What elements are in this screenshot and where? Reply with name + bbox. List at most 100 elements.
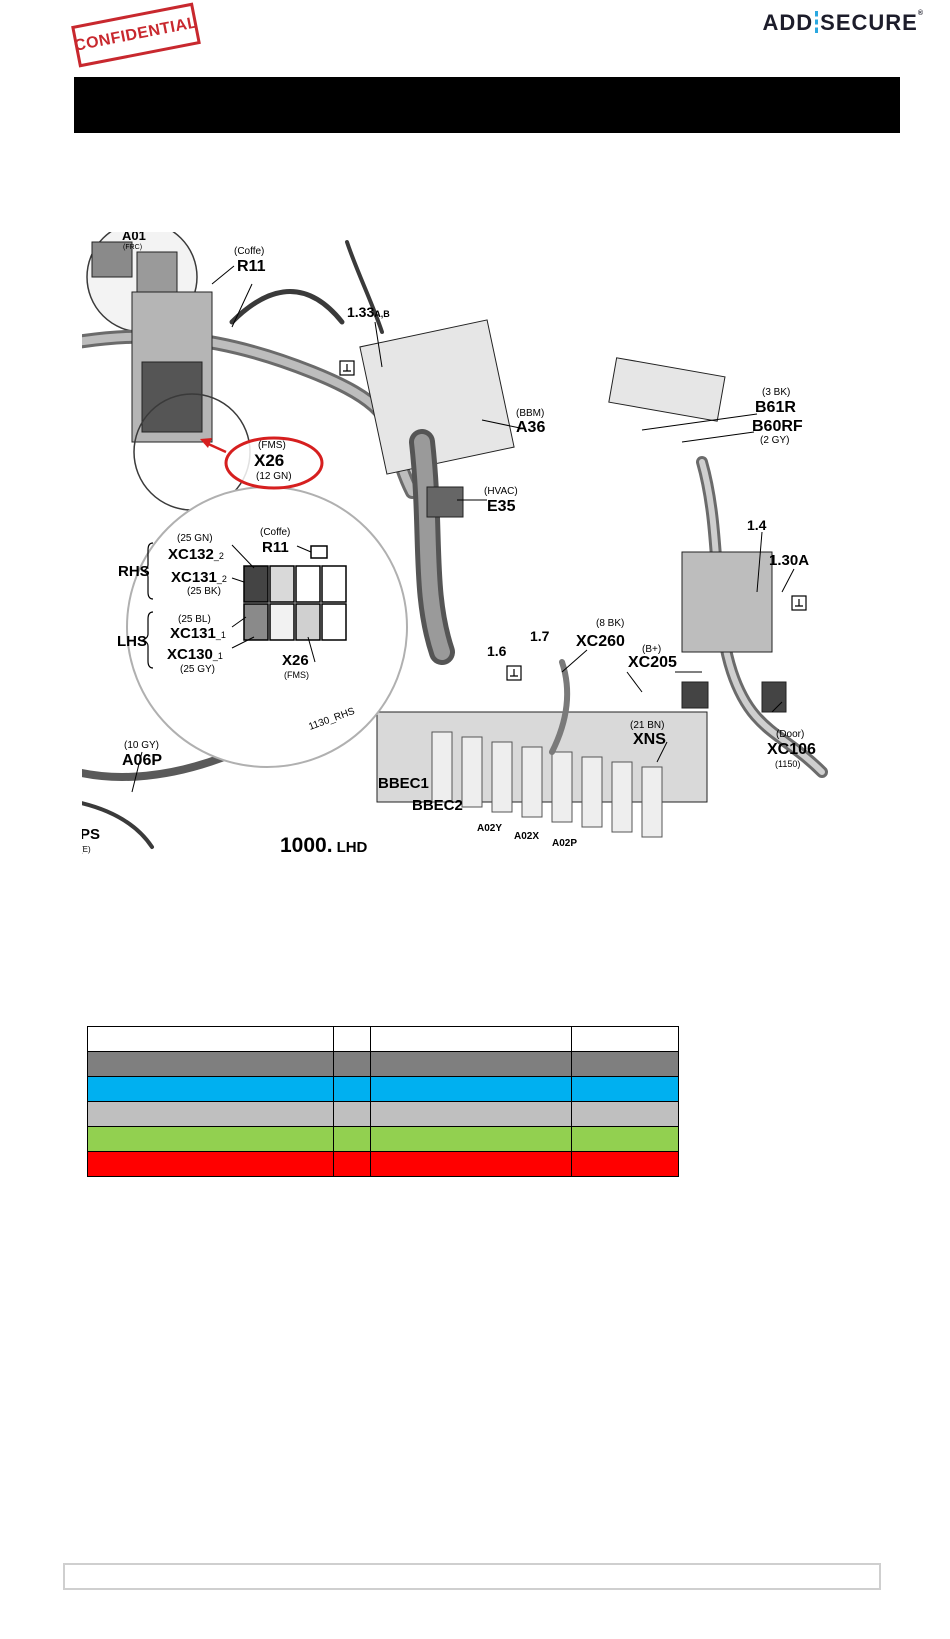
- label-xc131-1: XC131_1: [170, 625, 226, 642]
- label-xc260: XC260: [576, 633, 625, 650]
- label-a36: A36: [516, 419, 545, 436]
- table-cell: [333, 1101, 371, 1127]
- label-a02x: A02X: [514, 831, 539, 842]
- logo-text-left: ADD: [762, 10, 814, 35]
- wiring-harness-diagram: A01 (FRC) (Coffe) R11 1.33A,B (BBM) A36 …: [82, 232, 844, 882]
- label-1-4: 1.4: [747, 517, 767, 533]
- label-frc: (FRC): [123, 244, 142, 251]
- label-x26-top: X26: [254, 451, 284, 470]
- label-a06p: A06P: [122, 752, 162, 769]
- label-21bn: (21 BN): [630, 720, 664, 731]
- label-b61r: B61R: [755, 399, 796, 416]
- table-cell: [87, 1151, 334, 1177]
- logo-trademark: ®: [917, 10, 924, 17]
- header-cell-3: [370, 1026, 572, 1052]
- table-cell: [87, 1051, 334, 1077]
- table-row: [87, 1126, 679, 1152]
- table-row: [87, 1076, 679, 1102]
- label-25gy: (25 GY): [180, 664, 215, 675]
- label-25bk: (25 BK): [187, 586, 221, 597]
- label-bbec1: BBEC1: [378, 775, 429, 792]
- label-xns: XNS: [633, 731, 666, 748]
- label-1-7: 1.7: [530, 628, 550, 644]
- label-bbec2: BBEC2: [412, 797, 463, 814]
- table-cell: [333, 1151, 371, 1177]
- label-1150: (1150): [775, 759, 800, 769]
- label-a01: A01: [122, 232, 146, 243]
- label-e-fragment: (E): [82, 845, 91, 854]
- label-a02p: A02P: [552, 838, 577, 849]
- footer-box: [63, 1563, 881, 1590]
- label-r11-top: R11: [237, 258, 266, 275]
- header-cell-1: [87, 1026, 334, 1052]
- label-xc130: XC130_1: [167, 646, 223, 663]
- table-cell: [333, 1051, 371, 1077]
- table-cell: [333, 1126, 371, 1152]
- ground-icon: [339, 360, 807, 681]
- label-25bl: (25 BL): [178, 614, 211, 625]
- header-cell-2: [333, 1026, 371, 1052]
- label-x26-inset: X26: [282, 652, 309, 669]
- label-lhd: 1000.LHD: [280, 834, 368, 857]
- logo-text-right: SECURE: [820, 10, 918, 35]
- label-ps-fragment: PS: [82, 826, 100, 843]
- label-rhs: RHS: [118, 563, 150, 580]
- header-cell-4: [571, 1026, 679, 1052]
- table-cell: [571, 1151, 679, 1177]
- leader-lines: [131, 265, 795, 793]
- label-1-6: 1.6: [487, 643, 507, 659]
- label-r11-inset: R11: [262, 539, 289, 556]
- confidential-stamp: CONFIDENTIAL: [71, 2, 201, 68]
- label-coffe-inset: (Coffe): [260, 527, 290, 538]
- label-xc131-2: XC131_2: [171, 569, 227, 586]
- table-cell: [87, 1126, 334, 1152]
- table-cell: [87, 1101, 334, 1127]
- table-row: [87, 1051, 679, 1077]
- table-cell: [571, 1101, 679, 1127]
- label-10gy: (10 GY): [124, 740, 159, 751]
- table-header-row: [87, 1026, 679, 1052]
- x26-highlight: [200, 436, 324, 490]
- label-25gn: (25 GN): [177, 533, 213, 544]
- title-bar: [74, 77, 900, 133]
- table-cell: [370, 1151, 572, 1177]
- table-cell: [333, 1076, 371, 1102]
- label-xc205: XC205: [628, 654, 677, 671]
- label-bbm: (BBM): [516, 408, 544, 419]
- label-8bk: (8 BK): [596, 618, 624, 629]
- label-coffe-top: (Coffe): [234, 246, 264, 257]
- table-row: [87, 1151, 679, 1177]
- label-hvac: (HVAC): [484, 486, 518, 497]
- legend-table: [87, 1026, 679, 1177]
- label-b60rf: B60RF: [752, 418, 803, 435]
- label-12gn: (12 GN): [256, 471, 292, 482]
- label-fms-top: (FMS): [258, 440, 286, 451]
- color-legend-table: [87, 1026, 679, 1177]
- label-lhs: LHS: [117, 633, 147, 650]
- label-bplus: (B+): [642, 644, 661, 655]
- table-cell: [370, 1076, 572, 1102]
- table-cell: [370, 1051, 572, 1077]
- harness-drawing: [82, 232, 828, 849]
- label-2gy: (2 GY): [760, 435, 789, 446]
- label-door: (Door): [776, 729, 804, 740]
- label-3bk: (3 BK): [762, 387, 790, 398]
- table-row: [87, 1101, 679, 1127]
- label-1-30a: 1.30A: [769, 552, 809, 569]
- table-cell: [87, 1076, 334, 1102]
- label-fms-inset: (FMS): [284, 670, 309, 680]
- table-cell: [571, 1051, 679, 1077]
- label-1-33: 1.33A,B: [347, 304, 390, 320]
- label-xc132: XC132_2: [168, 546, 224, 563]
- logo-separator-icon: [815, 11, 819, 33]
- table-cell: [370, 1101, 572, 1127]
- diagram-labels: A01 (FRC) (Coffe) R11 1.33A,B (BBM) A36 …: [82, 232, 816, 857]
- label-xc106: XC106: [767, 741, 816, 758]
- label-a02y: A02Y: [477, 823, 502, 834]
- connector-inset: [126, 486, 408, 768]
- table-cell: [571, 1076, 679, 1102]
- table-cell: [370, 1126, 572, 1152]
- table-cell: [571, 1126, 679, 1152]
- label-e35: E35: [487, 498, 516, 515]
